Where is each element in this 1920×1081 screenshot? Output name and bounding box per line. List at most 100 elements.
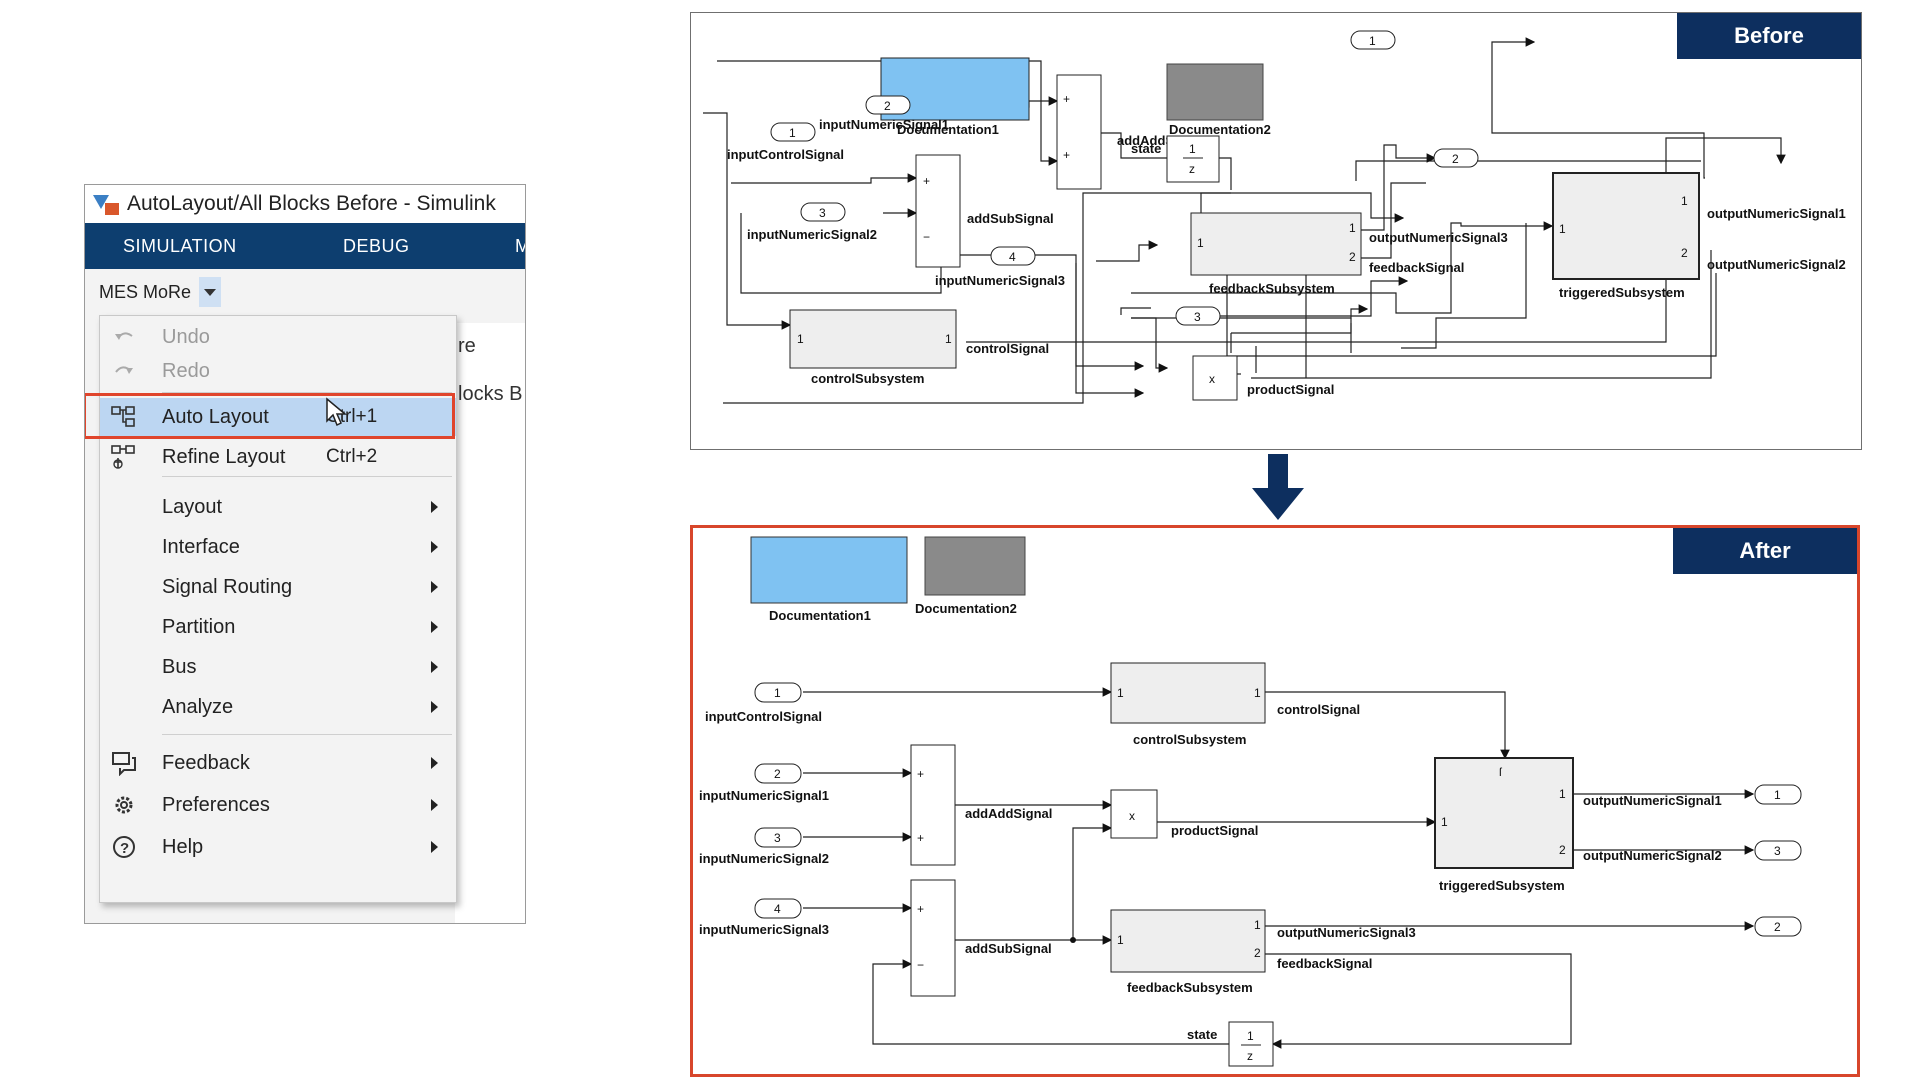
before-outport-1[interactable] (1350, 30, 1396, 50)
menu-item-interface[interactable]: Interface (100, 528, 456, 566)
menu-item-label: Feedback (162, 752, 250, 774)
svg-text:2: 2 (884, 99, 891, 113)
toolstrip: MES MoRe (85, 269, 525, 315)
after-label-feedback-subsystem: feedbackSubsystem (1127, 980, 1253, 995)
after-documentation1-block[interactable] (750, 536, 908, 604)
svg-text:+: + (917, 831, 924, 845)
before-documentation2-block[interactable] (1166, 63, 1264, 121)
after-label-add-sub: addSubSignal (965, 941, 1052, 956)
tab-debug[interactable]: DEBUG (343, 236, 410, 256)
gear-icon (110, 792, 138, 818)
submenu-arrow-icon (431, 799, 438, 811)
background-canvas (455, 421, 525, 923)
svg-text:z: z (1247, 1049, 1253, 1063)
after-inport-2[interactable] (754, 763, 802, 784)
before-label-input-numeric3: inputNumericSignal3 (935, 273, 1065, 288)
after-feedback-subsystem[interactable] (1110, 909, 1266, 973)
menu-item-redo[interactable]: Redo (100, 352, 456, 390)
after-sub-block[interactable] (910, 879, 956, 997)
svg-text:1: 1 (1441, 815, 1448, 829)
menu-item-refine-layout[interactable]: Refine Layout Ctrl+2 (100, 438, 456, 476)
menu-item-signal-routing[interactable]: Signal Routing (100, 568, 456, 606)
before-inport-3[interactable] (800, 202, 846, 222)
tab-more[interactable]: M (515, 236, 525, 257)
feedback-icon (110, 750, 138, 777)
before-inport-4[interactable] (990, 246, 1036, 266)
mes-more-button[interactable]: MES MoRe (99, 276, 323, 308)
svg-text:1: 1 (1349, 221, 1356, 235)
after-outport-3[interactable] (1754, 840, 1802, 861)
menu-item-label: Bus (162, 656, 197, 678)
before-delay-block[interactable] (1166, 135, 1220, 183)
after-outport-1[interactable] (1754, 784, 1802, 805)
before-outport-2[interactable] (1433, 148, 1479, 168)
after-product-block[interactable] (1110, 789, 1158, 839)
before-label-input-numeric1: inputNumericSignal1 (819, 117, 949, 132)
tab-simulation[interactable]: SIMULATION (123, 236, 237, 256)
after-label-control-subsystem: controlSubsystem (1133, 732, 1246, 747)
svg-text:1: 1 (1197, 236, 1204, 250)
menu-separator (162, 734, 452, 735)
submenu-arrow-icon (431, 581, 438, 593)
before-label-control-subsystem: controlSubsystem (811, 371, 924, 386)
menu-item-feedback[interactable]: Feedback (100, 744, 456, 782)
menu-item-undo[interactable]: Undo (100, 318, 456, 356)
svg-text:+: + (917, 767, 924, 781)
before-control-subsystem[interactable] (789, 309, 957, 369)
after-inport-4[interactable] (754, 898, 802, 919)
before-inport-1[interactable] (770, 122, 816, 142)
before-diagram: Before (690, 12, 1862, 450)
svg-text:+: + (1063, 92, 1070, 106)
svg-text:1: 1 (1117, 686, 1124, 700)
background-breadcrumb: locks B (455, 369, 525, 422)
undo-icon (110, 324, 138, 350)
after-triggered-subsystem[interactable] (1434, 757, 1574, 869)
menu-item-partition[interactable]: Partition (100, 608, 456, 646)
menu-item-label: Help (162, 836, 204, 858)
before-outport-3[interactable] (1175, 306, 1221, 326)
before-label-feedback-signal: feedbackSignal (1369, 260, 1464, 275)
after-label-product-signal: productSignal (1171, 823, 1258, 838)
before-add-block[interactable] (1056, 74, 1102, 190)
before-feedback-subsystem[interactable] (1190, 212, 1362, 276)
refine-layout-icon (110, 444, 138, 470)
submenu-arrow-icon (431, 621, 438, 633)
after-label-input-numeric1: inputNumericSignal1 (699, 788, 829, 803)
after-outport-2[interactable] (1754, 916, 1802, 937)
background-editor-tab[interactable]: re (455, 323, 525, 370)
menu-item-analyze[interactable]: Analyze (100, 688, 456, 726)
before-label-control-signal: controlSignal (966, 341, 1049, 356)
svg-text:x: x (1209, 372, 1215, 386)
after-inport-1[interactable] (754, 682, 802, 703)
svg-text:+: + (923, 174, 930, 188)
menu-item-label: Auto Layout (162, 406, 269, 428)
chevron-down-icon[interactable] (199, 277, 222, 307)
menu-item-auto-layout[interactable]: Auto Layout Ctrl+1 (100, 398, 456, 436)
after-tag: After (1673, 528, 1857, 574)
after-delay-block[interactable] (1228, 1021, 1274, 1067)
svg-text:z: z (1189, 162, 1195, 176)
before-label-triggered-subsystem: triggeredSubsystem (1559, 285, 1685, 300)
svg-text:1: 1 (1254, 918, 1261, 932)
svg-text:1: 1 (1681, 194, 1688, 208)
after-inport-3[interactable] (754, 827, 802, 848)
before-product-block[interactable] (1192, 355, 1238, 401)
submenu-arrow-icon (431, 841, 438, 853)
menu-item-layout[interactable]: Layout (100, 488, 456, 526)
after-label-input-control: inputControlSignal (705, 709, 822, 724)
after-documentation2-block[interactable] (924, 536, 1026, 596)
after-diagram: After Documentation1 Documentation2 (690, 525, 1860, 1077)
menu-item-label: Preferences (162, 794, 270, 816)
menu-item-help[interactable]: ? Help (100, 828, 456, 866)
before-sub-block[interactable] (915, 154, 961, 268)
svg-text:4: 4 (1009, 250, 1016, 264)
before-triggered-subsystem[interactable] (1552, 172, 1700, 280)
after-add-block[interactable] (910, 744, 956, 866)
menu-item-bus[interactable]: Bus (100, 648, 456, 686)
svg-text:1: 1 (774, 686, 781, 700)
svg-text:1: 1 (1247, 1029, 1254, 1043)
before-inport-2[interactable] (865, 95, 911, 115)
after-label-state: state (1187, 1027, 1217, 1042)
menu-item-preferences[interactable]: Preferences (100, 786, 456, 824)
after-control-subsystem[interactable] (1110, 662, 1266, 724)
